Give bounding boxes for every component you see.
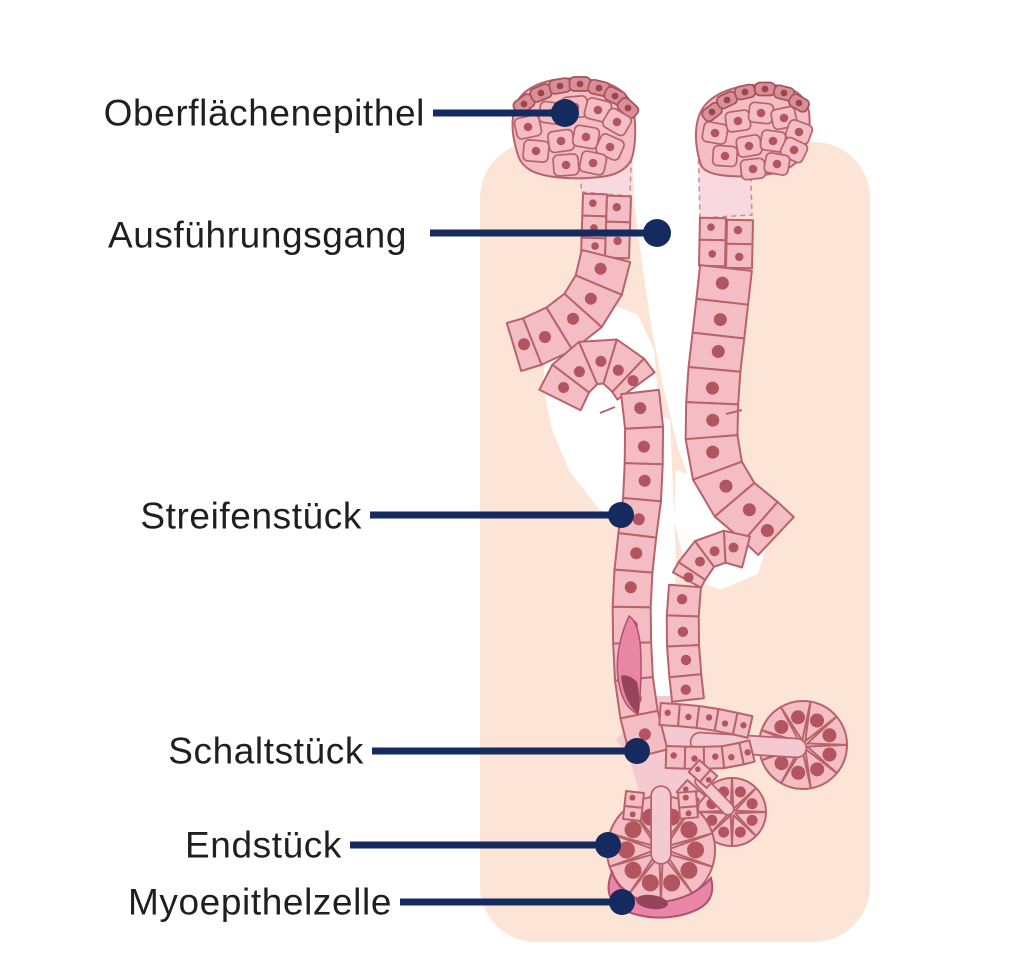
leader-dot-endstueck [595, 832, 621, 858]
label-schaltstueck: Schaltstück [168, 731, 364, 772]
myoepithelial-spindle-cell [616, 614, 642, 716]
leader-dot-ausfuehrungsgang [643, 219, 671, 247]
illustration-layer [480, 76, 870, 942]
label-myoepithelzelle: Myoepithelzelle [128, 882, 392, 923]
leader-dot-streifenstueck [608, 502, 634, 528]
leader-dot-schaltstueck [624, 738, 650, 764]
label-oberflaechenepithel: Oberflächenepithel [104, 93, 425, 134]
striated-duct [538, 338, 751, 760]
leader-dot-oberflaechenepithel [551, 99, 579, 127]
label-streifenstueck: Streifenstück [140, 496, 362, 537]
sketch-ticks [599, 406, 743, 415]
intercalated-duct-cells [622, 702, 756, 822]
acini [606, 700, 849, 906]
annotation-layer: Oberflächenepithel Ausführungsgang Strei… [104, 93, 671, 923]
label-ausfuehrungsgang: Ausführungsgang [108, 215, 407, 256]
leader-dot-myoepithelzelle [609, 889, 635, 915]
label-endstueck: Endstück [185, 825, 342, 866]
